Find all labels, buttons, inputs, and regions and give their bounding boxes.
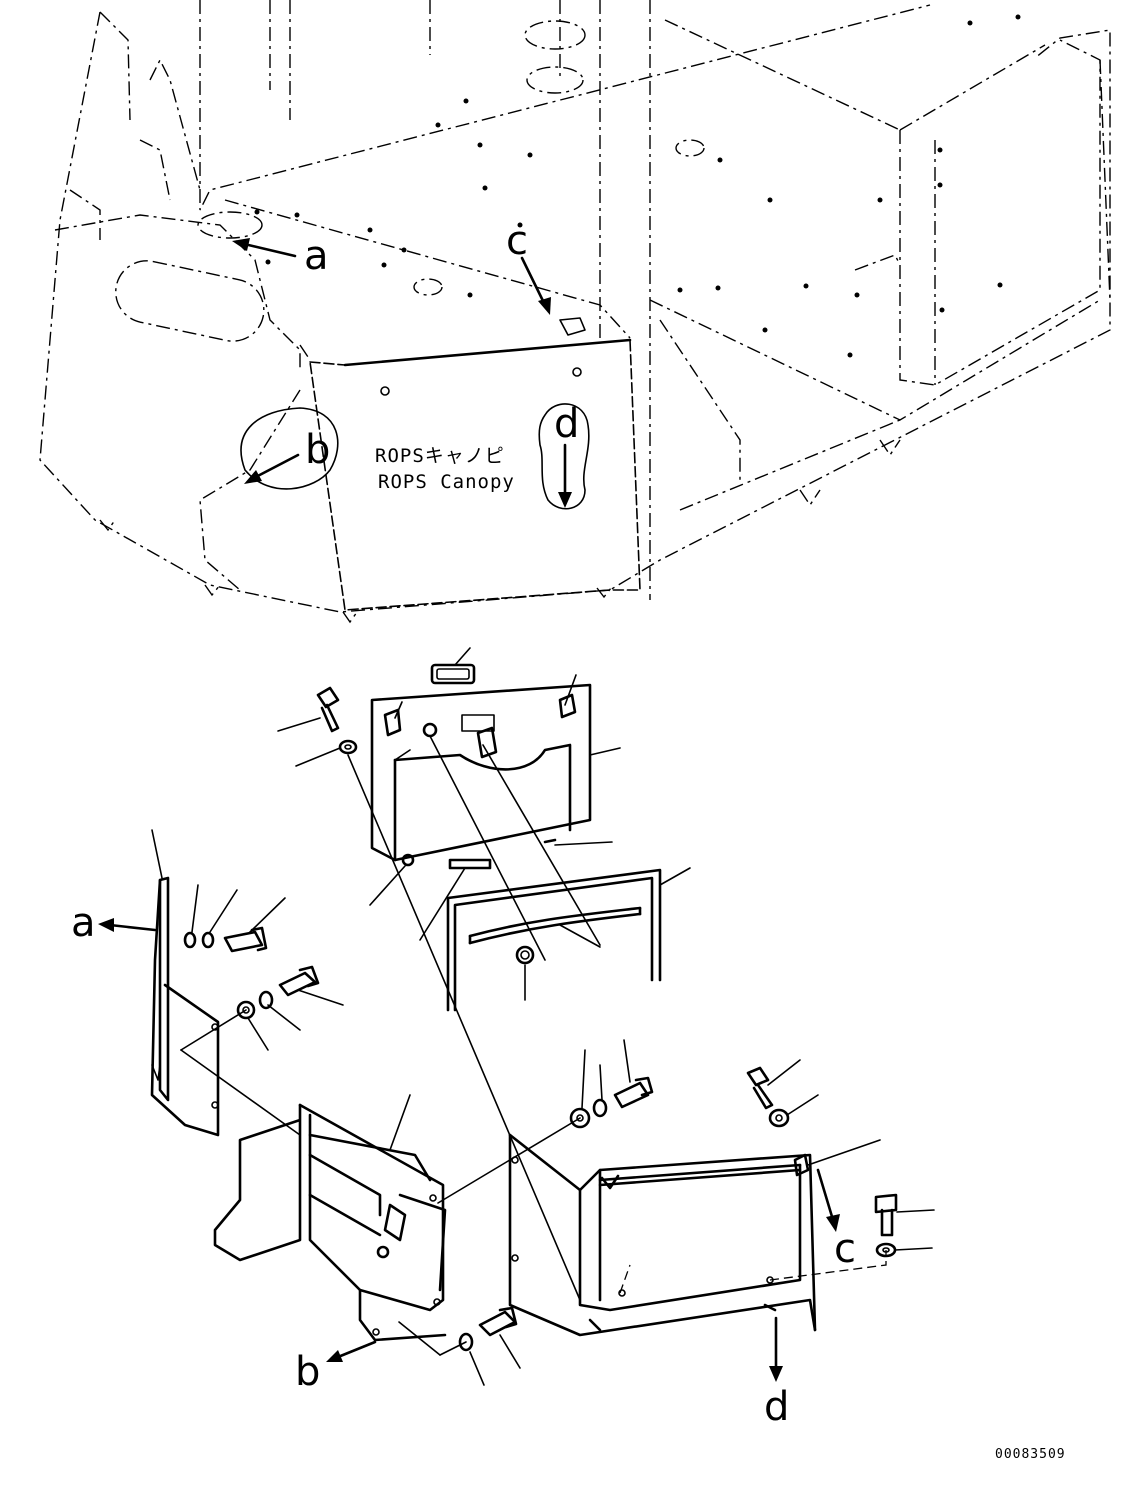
- leader-lines: [151, 647, 935, 1386]
- upper-callouts: [232, 238, 572, 508]
- figure-id: 00083509: [995, 1447, 1066, 1462]
- fasteners: [183, 686, 898, 1352]
- callout-d-lower: d: [764, 1384, 789, 1430]
- panel-label-jp: ROPSキャノピ: [375, 445, 505, 467]
- rops-canopy-frame: [39, 0, 1111, 624]
- callout-c-upper: c: [506, 218, 528, 264]
- detail-b-outline: [240, 407, 339, 490]
- callout-b-upper: b: [305, 427, 330, 473]
- right-box-cover: [508, 1133, 817, 1337]
- seal-frame: [446, 868, 662, 1012]
- callout-c-lower: c: [834, 1226, 856, 1272]
- callout-d-upper: d: [554, 401, 579, 447]
- callout-a-lower: a: [71, 900, 96, 946]
- center-bracket: [213, 1103, 447, 1342]
- callout-a-upper: a: [304, 233, 329, 279]
- callout-b-lower: b: [295, 1349, 320, 1395]
- rops-front-panel: ROPSキャノピ ROPS Canopy: [309, 317, 641, 611]
- cover-plate: [370, 663, 592, 870]
- assembly-lines: [180, 735, 887, 1356]
- detail-d-outline: [538, 403, 590, 510]
- panel-label-en: ROPS Canopy: [378, 471, 515, 493]
- lower-callouts: [98, 918, 840, 1382]
- left-bracket: [150, 876, 220, 1137]
